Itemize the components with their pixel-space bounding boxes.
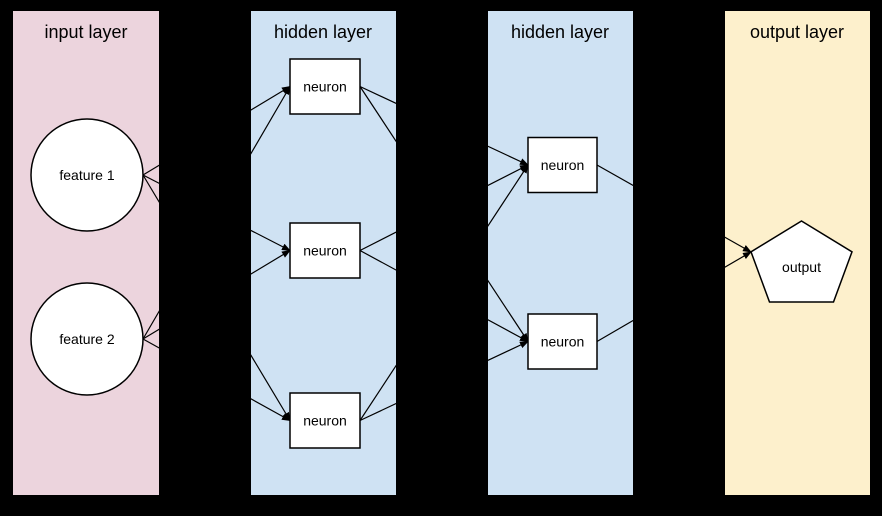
hidden-layer-1-label: hidden layer [274,22,372,42]
edges [142,85,752,422]
hidden1-neuron-2-node [289,222,361,279]
output-node-label: output [782,259,821,275]
input-layer-band [13,11,159,495]
input-layer-label: input layer [44,22,127,42]
edge-h1n1-h2n1 [359,85,529,166]
hidden1-neuron-1-node [289,58,361,115]
output-node [750,220,853,303]
hidden1-neuron-3-node [289,392,361,449]
hidden2-neuron-1-node [527,136,598,194]
hidden-layer-2-label: hidden layer [511,22,609,42]
output-layer-label: output layer [750,22,844,42]
input-nodes: feature 1 feature 2 [30,118,144,396]
hidden-layer-2-band [488,11,633,495]
hidden1-neuron-3-label: neuron [303,413,347,429]
hidden2-neuron-2-label: neuron [541,334,585,350]
edge-h1n3-h2n1 [359,164,529,421]
edge-feature2-h1n3 [142,338,291,422]
feature-2-label: feature 2 [59,331,114,347]
edge-feature1-h1n3 [142,174,291,422]
edge-h1n1-h2n2 [359,86,529,343]
edge-h1n3-h2n2 [359,340,529,422]
hidden-layer-2-nodes: neuron neuron [527,136,598,370]
feature-2-node [30,282,144,396]
edge-h1n2-h2n1 [359,164,529,252]
edge-h1n2-h2n2 [359,249,529,343]
edge-h2n1-output [596,164,752,253]
edge-feature2-h1n2 [142,249,291,340]
edge-feature1-h1n1 [142,85,291,176]
hidden2-neuron-2-node [527,313,598,370]
feature-1-label: feature 1 [59,167,114,183]
hidden1-neuron-2-label: neuron [303,243,347,259]
hidden-layer-1-nodes: neuron neuron neuron [289,58,361,449]
output-nodes: output [750,220,853,303]
feature-1-node [30,118,144,232]
edge-feature2-h1n1 [142,85,291,340]
layer-labels: input layer hidden layer hidden layer ou… [44,22,844,42]
hidden2-neuron-1-label: neuron [541,157,585,173]
edge-h2n2-output [596,251,752,343]
hidden1-neuron-1-label: neuron [303,79,347,95]
